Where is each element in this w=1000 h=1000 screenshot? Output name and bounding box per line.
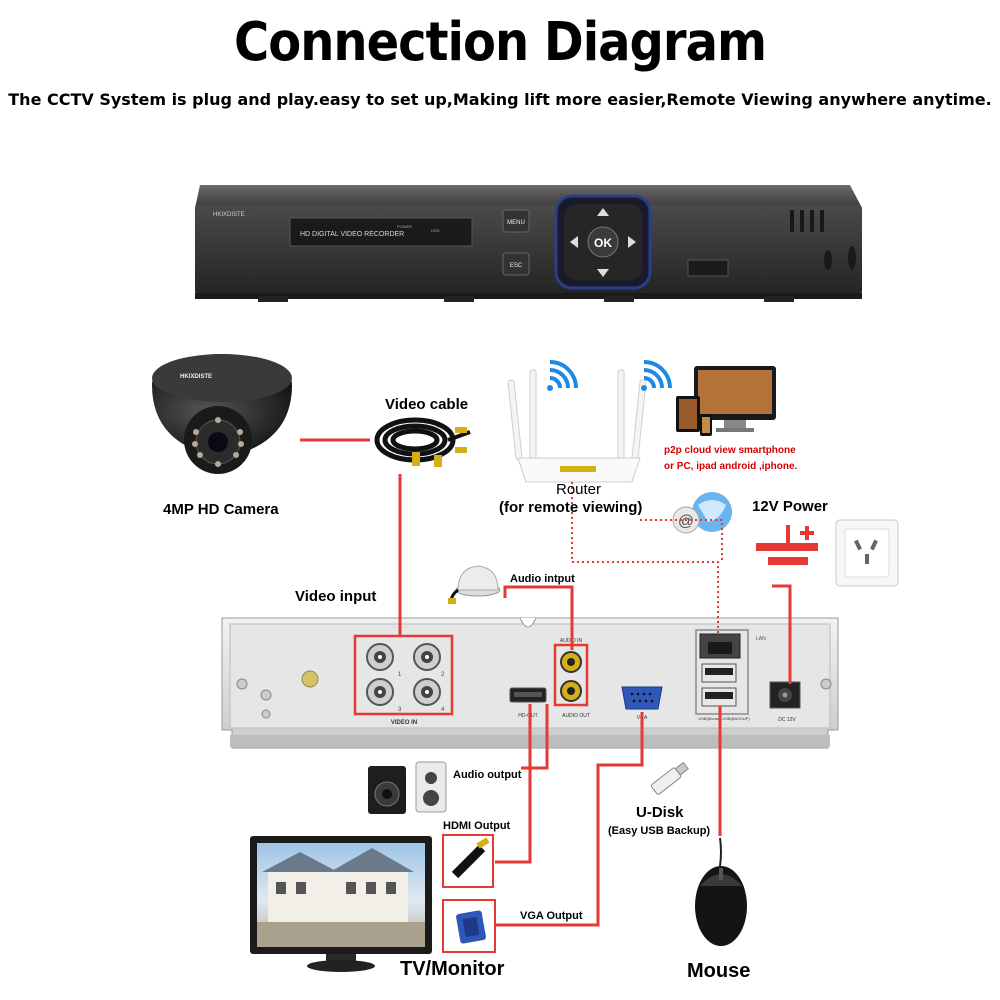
left-arrow-icon (570, 236, 578, 248)
right-arrow-icon (628, 236, 636, 248)
speakers-icon (368, 761, 447, 814)
ch-number-4: 4 (441, 707, 445, 713)
udisk-sublabel: (Easy USB Backup) (608, 825, 711, 837)
svg-text:@: @ (678, 513, 694, 530)
udisk-label: U-Disk (636, 804, 684, 821)
video-input-label: Video input (295, 588, 377, 605)
router-label: Router (556, 481, 602, 498)
cable-lines (300, 438, 792, 927)
dc-power-port (769, 681, 801, 709)
hd-out-label: HD-OUT (518, 713, 537, 719)
mouse-icon (695, 837, 747, 946)
lan-label: LAN (756, 636, 766, 642)
lan-usb-ports (695, 629, 749, 715)
router (507, 369, 647, 483)
wifi-icon-cloud (641, 360, 672, 391)
esc-button[interactable] (502, 252, 530, 276)
audio-rca-ports (553, 643, 589, 707)
vga-port (621, 686, 663, 710)
vga-output-label: VGA Output (520, 910, 583, 922)
video-in-connectors (353, 634, 454, 716)
hdmi-cable-image (442, 834, 494, 888)
ok-button[interactable] (587, 226, 619, 258)
front-power-text: POWER (397, 224, 412, 229)
audio-input-label: Audio intput (510, 573, 575, 585)
ch-number-3: 3 (398, 707, 402, 713)
dc-label: DC 12V (778, 717, 796, 723)
menu-label: MENU (507, 220, 525, 226)
down-arrow-icon (597, 269, 609, 277)
u-disk-icon (650, 761, 689, 795)
front-hdd-text: HDD (431, 228, 440, 233)
up-arrow-icon (597, 208, 609, 216)
video-in-label: VIDEO IN (391, 720, 417, 726)
ch-number-1: 1 (398, 672, 402, 678)
audio-output-label: Audio output (453, 769, 522, 781)
dome-camera (152, 354, 292, 474)
vga-cable-image (442, 899, 496, 953)
router-sublabel: (for remote viewing) (499, 499, 643, 516)
tv-monitor (250, 836, 432, 972)
diagram-title: Connection Diagram (234, 10, 767, 74)
network-dotted-lines (571, 482, 723, 636)
cloud-text-line2: or PC, ipad android ,iphone. (664, 461, 798, 472)
esc-label: ESC (510, 263, 523, 269)
dvr-front-unit (195, 185, 862, 302)
power-label: 12V Power (752, 498, 828, 515)
diagram-subtitle: The CCTV System is plug and play.easy to… (8, 90, 992, 109)
menu-button[interactable] (502, 209, 530, 233)
wifi-icon (547, 360, 578, 391)
hdmi-output-label: HDMI Output (443, 820, 511, 832)
video-cable-coil (374, 417, 471, 467)
monitor-label: TV/Monitor (400, 958, 505, 980)
hdmi-port (509, 687, 547, 703)
video-in-highlight (353, 634, 454, 716)
audio-out-label: AUDIO OUT (562, 713, 590, 719)
front-model-text: HD DIGITAL VIDEO RECORDER (300, 231, 404, 238)
ch-number-2: 2 (441, 672, 445, 678)
camera-brand-text: HKIXDISTE (180, 374, 212, 380)
ok-label: OK (594, 236, 612, 250)
camera-label: 4MP HD Camera (163, 501, 279, 518)
usb-label: USB(Mouse) USB(BACKUP) (698, 716, 750, 721)
front-brand-text: HKIXDISTE (213, 212, 245, 218)
cloud-text-line1: p2p cloud view smartphone (664, 445, 796, 456)
globe-email-icon: @ (672, 492, 732, 534)
wall-socket-icon (835, 519, 899, 587)
microphone-icon (448, 565, 501, 604)
remote-devices-image (676, 366, 776, 436)
video-cable-label: Video cable (385, 396, 469, 413)
mouse-label: Mouse (687, 960, 751, 982)
power-symbol-icon (756, 525, 818, 565)
